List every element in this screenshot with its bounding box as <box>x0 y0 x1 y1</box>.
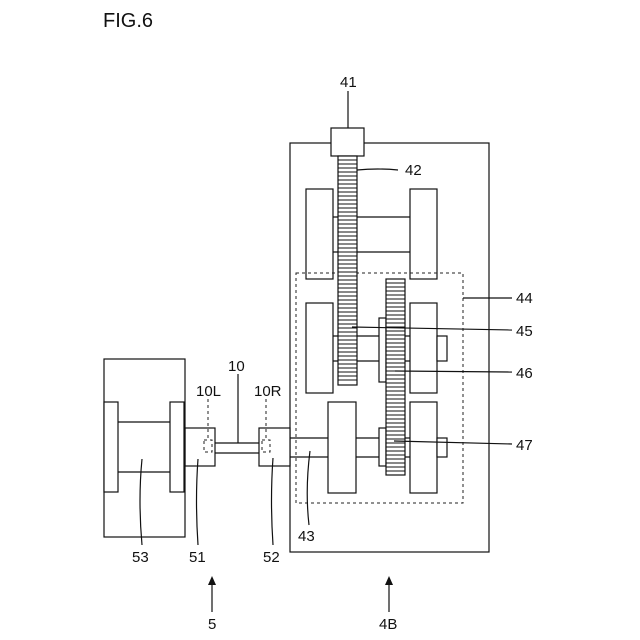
label-52: 52 <box>263 549 280 566</box>
label-4b: 4B <box>379 616 397 633</box>
label-46: 46 <box>516 365 533 382</box>
label-45: 45 <box>516 323 533 340</box>
label-47: 47 <box>516 437 533 454</box>
gear-46 <box>386 279 405 475</box>
worm-42 <box>338 156 357 385</box>
joint-52 <box>259 428 290 466</box>
label-10r: 10R <box>254 383 282 400</box>
label-44: 44 <box>516 290 533 307</box>
link-shaft-10 <box>215 443 259 453</box>
figure-title: FIG.6 <box>103 10 153 32</box>
label-10l: 10L <box>196 383 221 400</box>
label-41: 41 <box>340 74 357 91</box>
label-42: 42 <box>405 162 422 179</box>
motor-41 <box>331 128 364 156</box>
label-43: 43 <box>298 528 315 545</box>
joint-51 <box>185 428 215 466</box>
label-5: 5 <box>208 616 216 633</box>
label-51: 51 <box>189 549 206 566</box>
label-53: 53 <box>132 549 149 566</box>
label-10: 10 <box>228 358 245 375</box>
